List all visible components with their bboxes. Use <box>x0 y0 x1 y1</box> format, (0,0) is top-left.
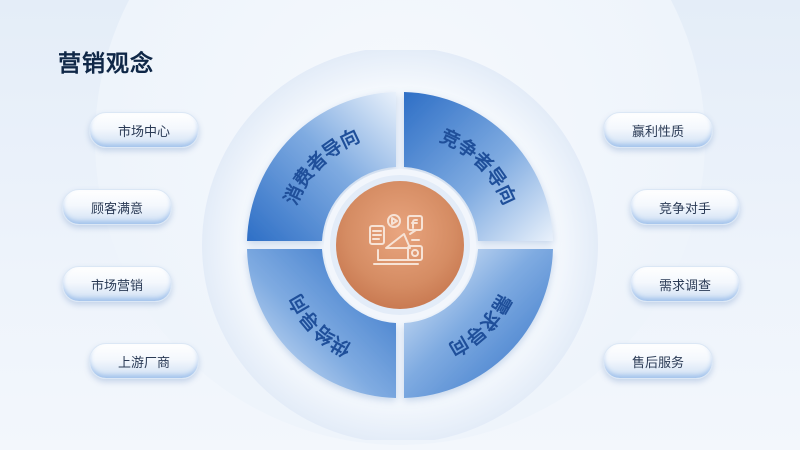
left-item-3[interactable]: 市场营销 <box>62 266 172 302</box>
right-item-3-label: 需求调查 <box>658 278 711 294</box>
right-item-1[interactable]: 赢利性质 <box>603 112 713 148</box>
right-item-3[interactable]: 需求调查 <box>630 266 740 302</box>
page-title: 营销观念 <box>58 51 154 77</box>
marketing-megaphone-icon <box>369 214 423 265</box>
left-item-3-label: 市场营销 <box>90 278 143 294</box>
right-item-4-label: 售后服务 <box>631 355 684 371</box>
right-item-4[interactable]: 售后服务 <box>603 343 713 379</box>
marketing-concept-wheel: 消费者导向 竞争者导向 需求导向 供给导向 <box>202 50 598 440</box>
left-item-1[interactable]: 市场中心 <box>89 112 199 148</box>
left-item-1-label: 市场中心 <box>117 124 170 140</box>
left-item-2-label: 顾客满意 <box>90 201 143 217</box>
segment-supply[interactable] <box>247 249 396 398</box>
left-item-2[interactable]: 顾客满意 <box>62 189 172 225</box>
left-item-4-label: 上游厂商 <box>117 355 170 371</box>
right-item-2-label: 竞争对手 <box>658 201 711 217</box>
right-item-2[interactable]: 竞争对手 <box>630 189 740 225</box>
hub-circle <box>336 181 464 309</box>
segment-consumer[interactable] <box>247 92 396 241</box>
right-item-1-label: 赢利性质 <box>631 124 684 140</box>
left-item-4[interactable]: 上游厂商 <box>89 343 199 379</box>
segment-competitor[interactable] <box>404 92 553 241</box>
segment-demand[interactable] <box>404 249 553 398</box>
